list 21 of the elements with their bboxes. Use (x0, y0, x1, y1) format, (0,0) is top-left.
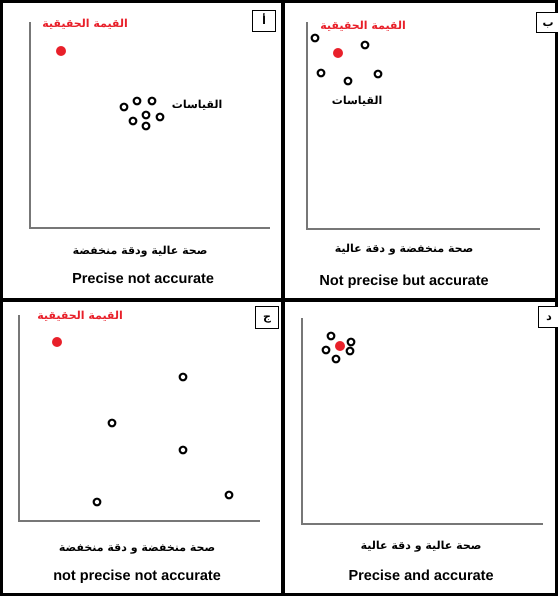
english-caption: not precise not accurate (53, 568, 221, 584)
letter-box: أ (252, 10, 276, 32)
panel-box (0, 0, 284, 301)
panel-box (282, 299, 558, 596)
arabic-caption: صحة منخفضة و دقة منخفضة (58, 541, 216, 554)
panel-box (282, 0, 558, 301)
true-value-label: القيمة الحقيقية (37, 309, 123, 322)
english-caption: Precise not accurate (72, 271, 214, 287)
arabic-caption: صحة عالية ودقة منخفضة (72, 244, 208, 257)
panel-box (0, 299, 284, 596)
measurements-label: القياسات (172, 98, 222, 111)
letter-box: ب (536, 12, 558, 33)
true-value-label: القيمة الحقيقية (320, 19, 406, 32)
true-value-label: القيمة الحقيقية (42, 17, 128, 30)
measurements-label: القياسات (332, 94, 382, 107)
english-caption: Precise and accurate (348, 568, 494, 584)
english-caption: Not precise but accurate (319, 273, 489, 289)
letter-box: ج (255, 306, 279, 329)
letter-box: د (538, 306, 558, 328)
arabic-caption: صحة منخفضة و دقة عالية (334, 242, 474, 255)
arabic-caption: صحة عالية و دقة عالية (360, 539, 482, 552)
